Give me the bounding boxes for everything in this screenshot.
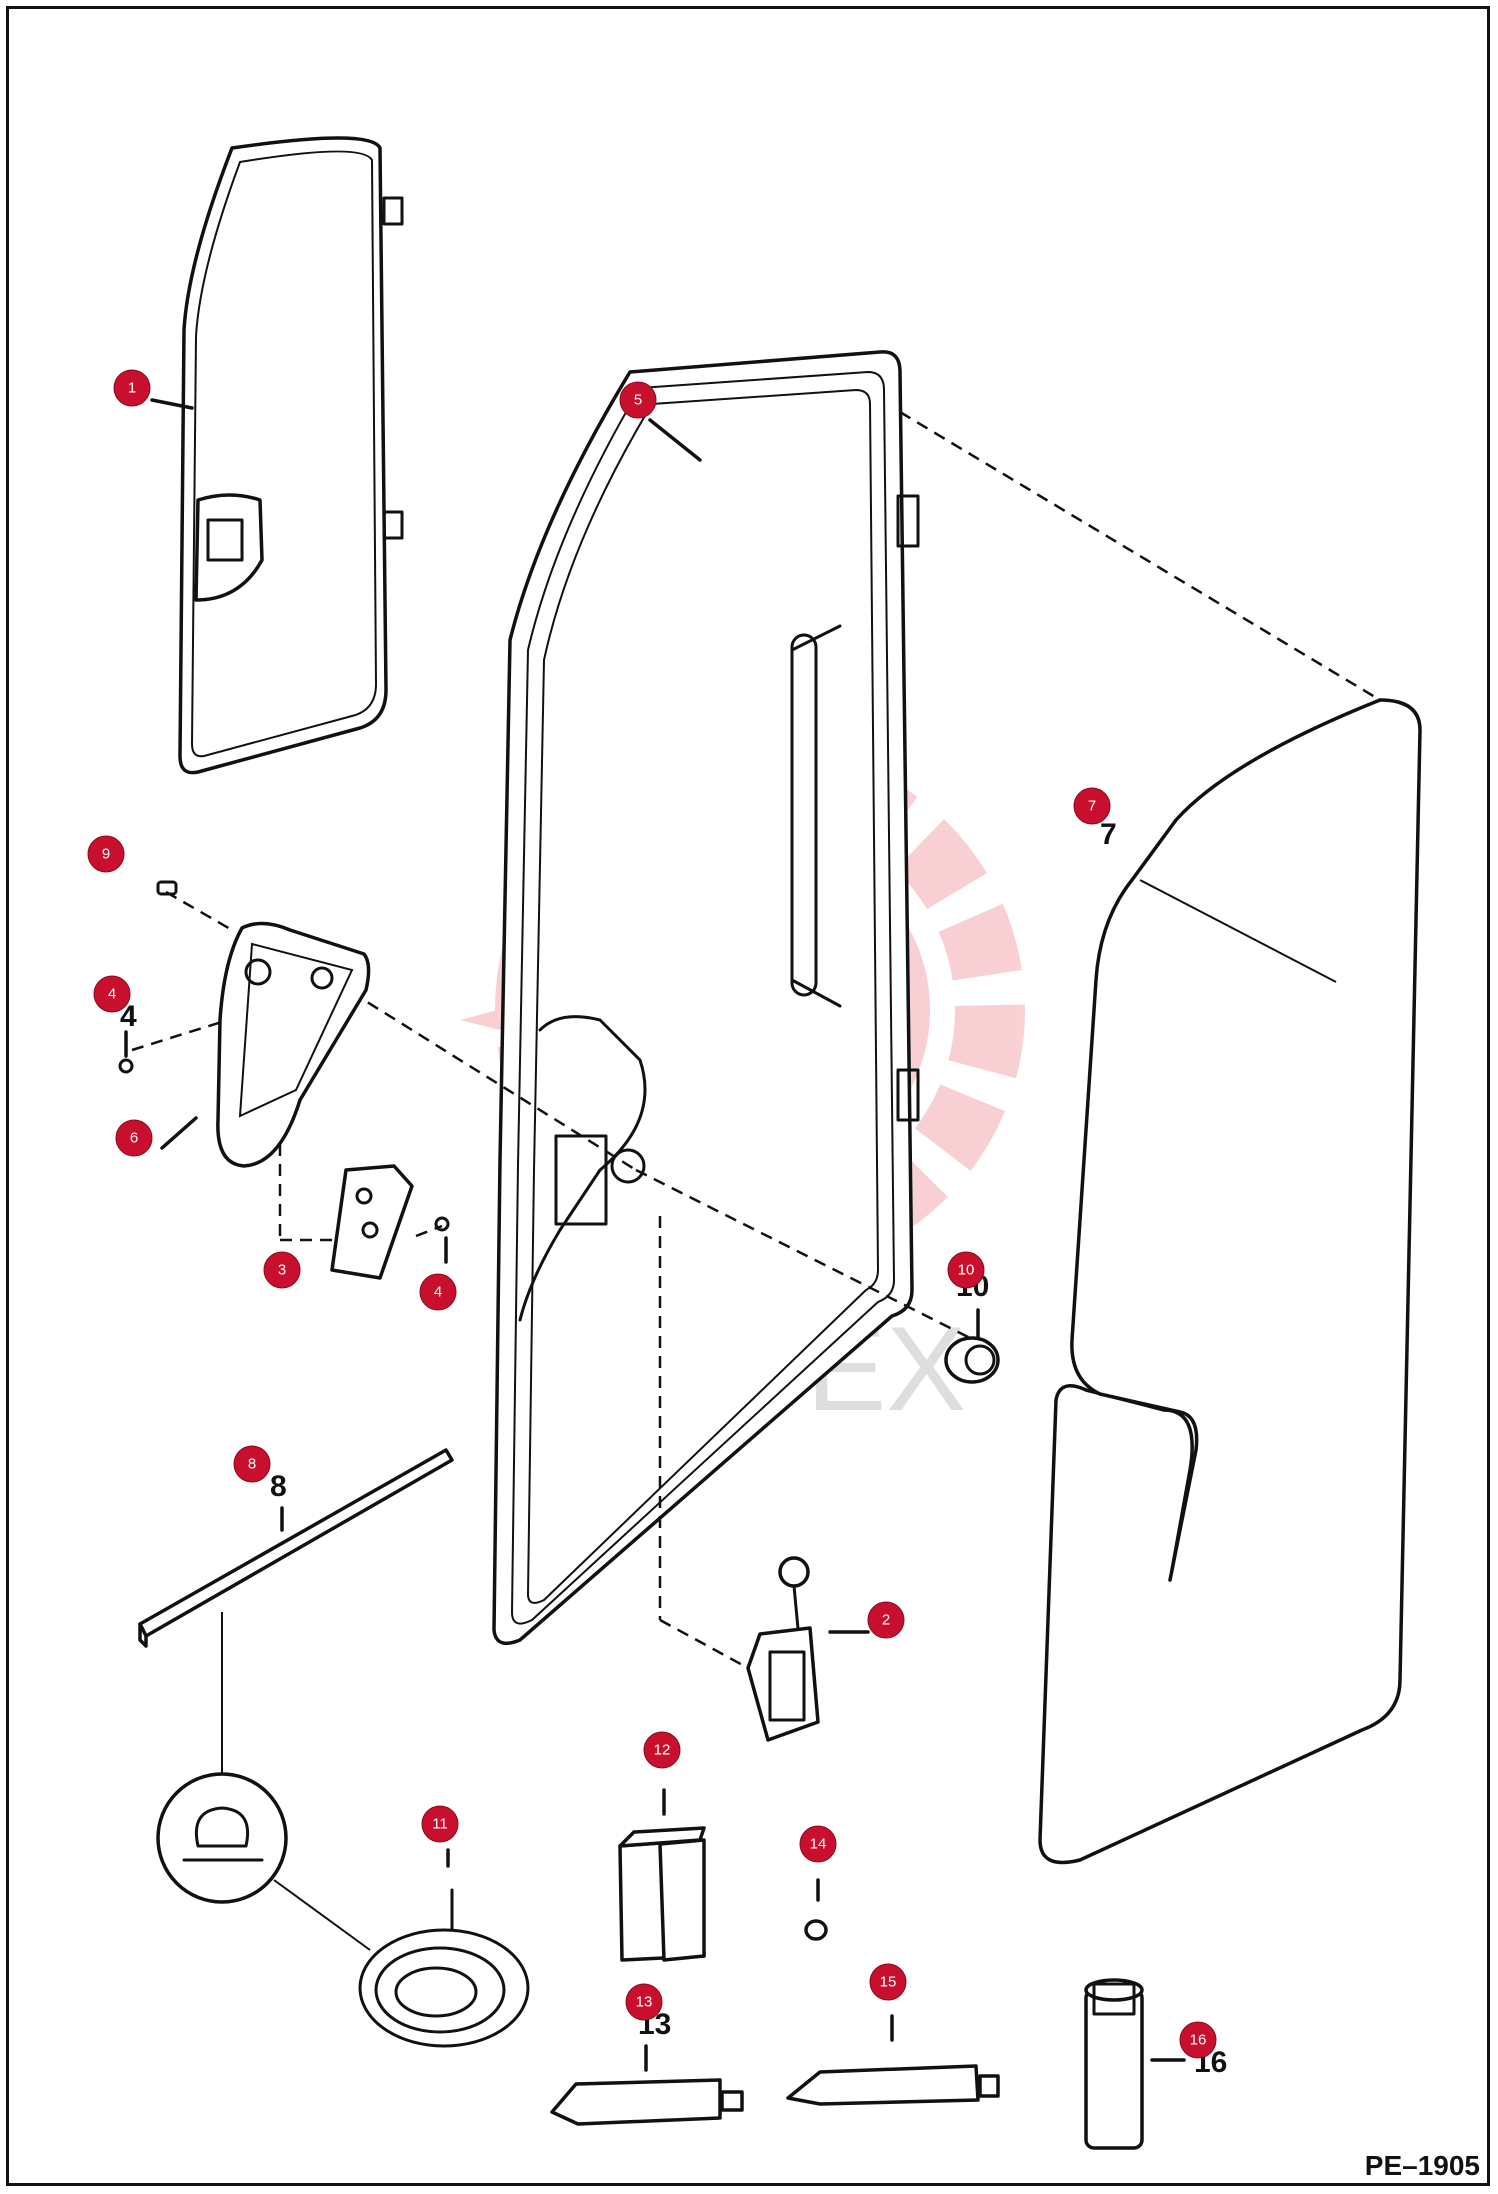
part-5-door-frame (492, 350, 920, 1646)
callout-badge-4b[interactable]: 4 (419, 1273, 457, 1311)
svg-text:9: 9 (102, 846, 110, 863)
leader-1 (150, 398, 194, 410)
part-11-seal-coil (358, 1888, 530, 2048)
callout-badge-13[interactable]: 13 (625, 1983, 663, 2021)
svg-text:1: 1 (128, 380, 136, 397)
drawing-code: PE–1905 (1364, 2150, 1480, 2181)
svg-text:4: 4 (108, 986, 116, 1003)
svg-text:7: 7 (1088, 798, 1096, 815)
part-10-bushing (944, 1336, 1000, 1384)
part-13-tube (550, 2078, 744, 2126)
svg-text:2: 2 (882, 1612, 890, 1629)
callout-badge-14[interactable]: 14 (799, 1825, 837, 1863)
coil-callout-line (273, 1879, 371, 1951)
svg-text:4: 4 (434, 1284, 442, 1301)
svg-text:5: 5 (634, 392, 642, 409)
callout-badge-8[interactable]: 8 (233, 1445, 271, 1483)
callout-badge-15[interactable]: 15 (869, 1963, 907, 2001)
callout-badge-1[interactable]: 1 (113, 369, 151, 407)
printed-num-7: 7 (1100, 818, 1117, 851)
callout-badge-3[interactable]: 3 (263, 1251, 301, 1289)
svg-text:3: 3 (278, 1262, 286, 1279)
part-15-tube (786, 2064, 1000, 2106)
svg-text:13: 13 (636, 1994, 653, 2011)
svg-text:16: 16 (1190, 2032, 1207, 2049)
part-9-screw (156, 880, 178, 896)
svg-text:12: 12 (654, 1742, 671, 1759)
callout-badge-16[interactable]: 16 (1179, 2021, 1217, 2059)
svg-text:8: 8 (248, 1456, 256, 1473)
svg-text:14: 14 (810, 1836, 827, 1853)
part-3-latch-plate (330, 1164, 414, 1280)
callout-badge-6[interactable]: 6 (115, 1119, 153, 1157)
part-16-spray-can (1084, 1978, 1144, 2150)
part-14-nut (804, 1919, 828, 1941)
leader-6 (160, 1116, 198, 1150)
part-4-screw-left (118, 1030, 134, 1074)
callout-badge-12[interactable]: 12 (643, 1731, 681, 1769)
part-4-screw-right (434, 1216, 450, 1264)
leader-5 (648, 418, 702, 462)
callout-badge-10[interactable]: 10 (947, 1251, 985, 1289)
part-6-lock-housing (216, 921, 371, 1168)
svg-text:11: 11 (432, 1816, 448, 1833)
seal-profile-detail (156, 1772, 288, 1904)
part-1-window-frame (178, 136, 404, 775)
part-8-seal-strip (138, 1448, 454, 1648)
callout-badge-11[interactable]: 11 (421, 1805, 459, 1843)
svg-text:10: 10 (958, 1262, 975, 1279)
callout-badge-2[interactable]: 2 (867, 1601, 905, 1639)
printed-num-4: 4 (120, 1000, 137, 1033)
part-2-inner-handle (746, 1556, 820, 1742)
part-12-box (618, 1826, 706, 1962)
printed-num-8: 8 (270, 1470, 287, 1503)
part-7-glass-pane (1038, 698, 1422, 1865)
callout-badge-7[interactable]: 7 (1073, 787, 1111, 825)
callout-badge-5[interactable]: 5 (619, 381, 657, 419)
callout-badge-9[interactable]: 9 (87, 835, 125, 873)
svg-text:15: 15 (880, 1974, 897, 1991)
callout-badge-4[interactable]: 4 (93, 975, 131, 1013)
svg-text:6: 6 (130, 1130, 138, 1147)
